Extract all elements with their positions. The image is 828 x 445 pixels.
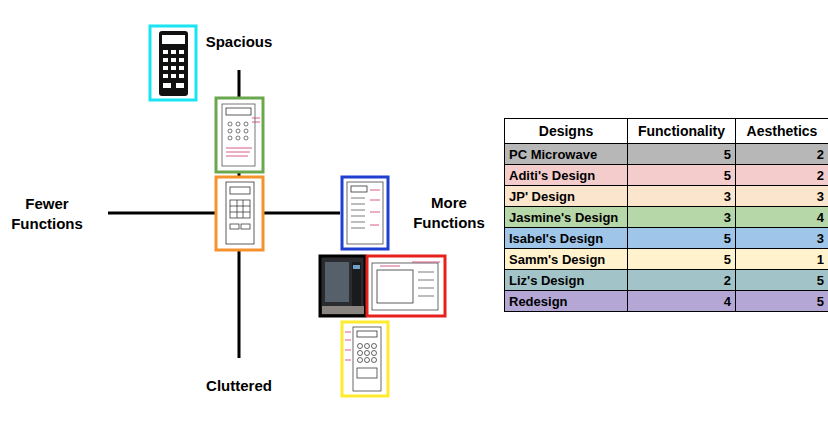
table-score-cell: 1 [735,248,828,270]
table-score-cell: 5 [735,290,828,312]
table-row-name: Isabel's Design [504,227,628,249]
table-score-cell: 5 [627,248,736,270]
table-row-name: JP' Design [504,185,628,207]
table-score-cell: 4 [627,290,736,312]
table-score-cell: 3 [735,185,828,207]
table-score-cell: 2 [735,164,828,186]
table-row-name: Redesign [504,290,628,312]
table-score-cell: 3 [627,206,736,228]
table-score-cell: 5 [735,269,828,291]
jasmine-sketch-thumbnail [216,98,263,172]
table-score-cell: 2 [735,143,828,165]
pc-microwave-thumbnail [150,26,196,100]
axis-label: Cluttered [184,376,294,396]
table-header-cell: Functionality [627,118,736,144]
samm-sketch-thumbnail [367,256,445,316]
table-score-cell: 5 [627,143,736,165]
table-header-cell: Designs [504,118,628,144]
table-score-cell: 2 [627,269,736,291]
table-row-name: Jasmine's Design [504,206,628,228]
table-score-cell: 5 [627,164,736,186]
table-row-name: PC Microwave [504,143,628,165]
table-row-name: Liz's Design [504,269,628,291]
axis-label: Spacious [189,32,289,52]
table-score-cell: 5 [627,227,736,249]
aditi-sketch-thumbnail [342,322,388,396]
jp-sketch-thumbnail [216,177,263,250]
table-row-name: Samm's Design [504,248,628,270]
axis-label: Fewer Functions [4,194,90,234]
photo-thumbnail [320,256,365,316]
table-score-cell: 4 [735,206,828,228]
table-score-cell: 3 [627,185,736,207]
isabel-sketch-thumbnail [342,177,388,249]
table-row-name: Aditi's Design [504,164,628,186]
axis-label: More Functions [405,193,493,233]
table-score-cell: 3 [735,227,828,249]
table-header-cell: Aesthetics [735,118,828,144]
